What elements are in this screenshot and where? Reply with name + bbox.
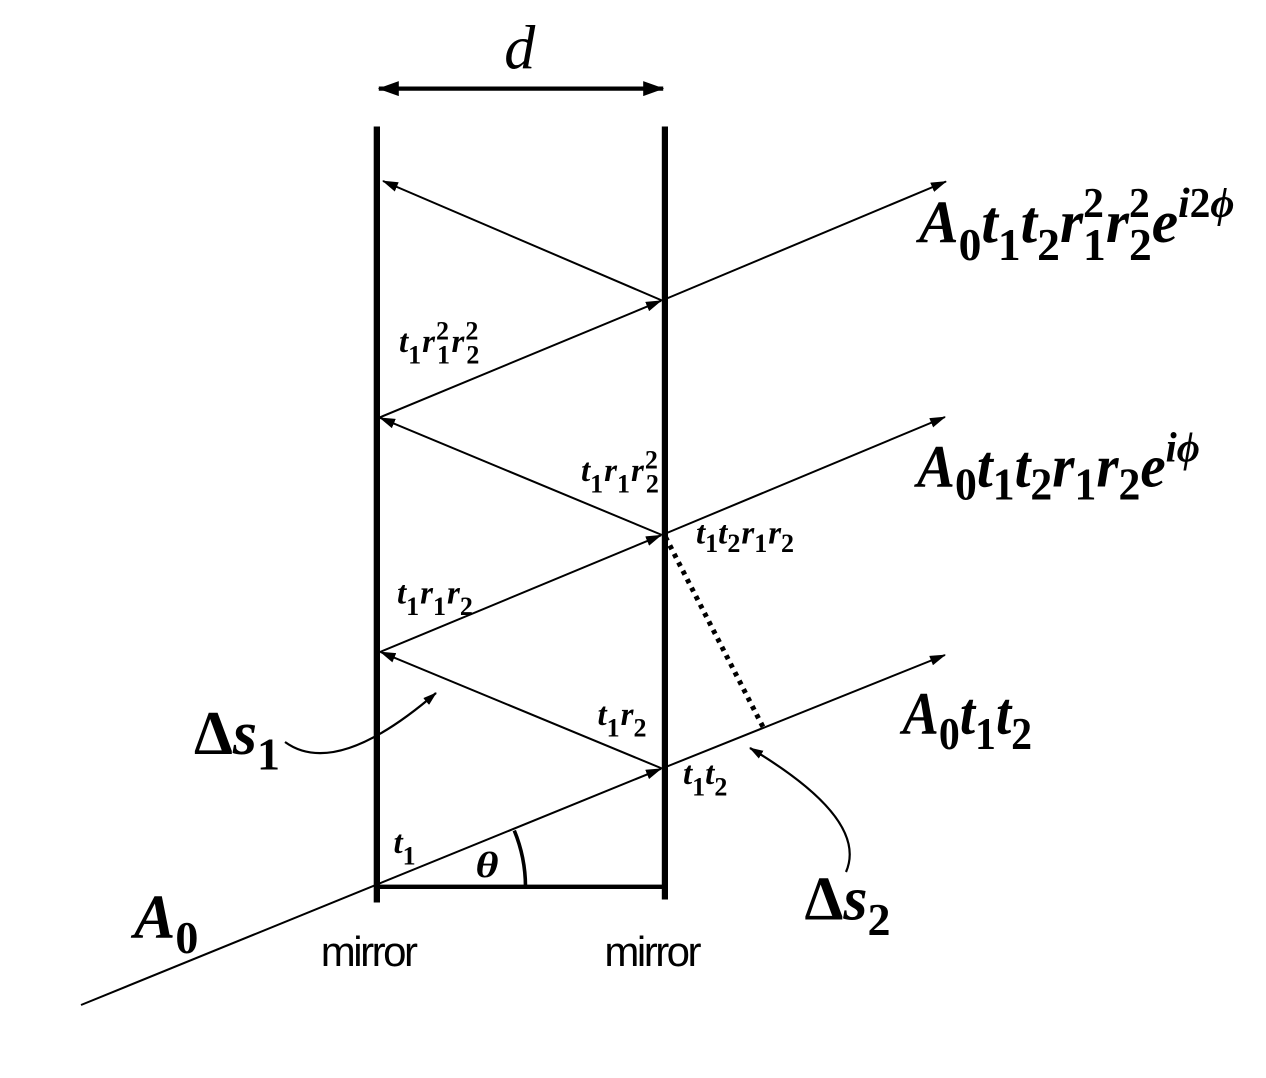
- svg-text:A0t1t2: A0t1t2: [900, 681, 1032, 759]
- svg-text:Δs2: Δs2: [805, 866, 891, 946]
- svg-text:d: d: [504, 15, 536, 83]
- svg-text:t1t2: t1t2: [683, 756, 727, 801]
- svg-text:t1r1r2: t1r1r2: [397, 576, 473, 621]
- svg-text:mirror: mirror: [604, 928, 701, 975]
- svg-text:t1: t1: [394, 825, 416, 870]
- svg-text:Δs1: Δs1: [194, 700, 280, 780]
- svg-text:θ: θ: [476, 845, 499, 885]
- svg-text:t1r2: t1r2: [598, 697, 647, 742]
- svg-text:A0: A0: [130, 884, 198, 964]
- svg-text:A0t1t2r1r2eiϕ: A0t1t2r1r2eiϕ: [913, 424, 1200, 510]
- svg-text:t1t2r1r2: t1t2r1r2: [696, 516, 794, 559]
- svg-text:mirror: mirror: [321, 928, 418, 975]
